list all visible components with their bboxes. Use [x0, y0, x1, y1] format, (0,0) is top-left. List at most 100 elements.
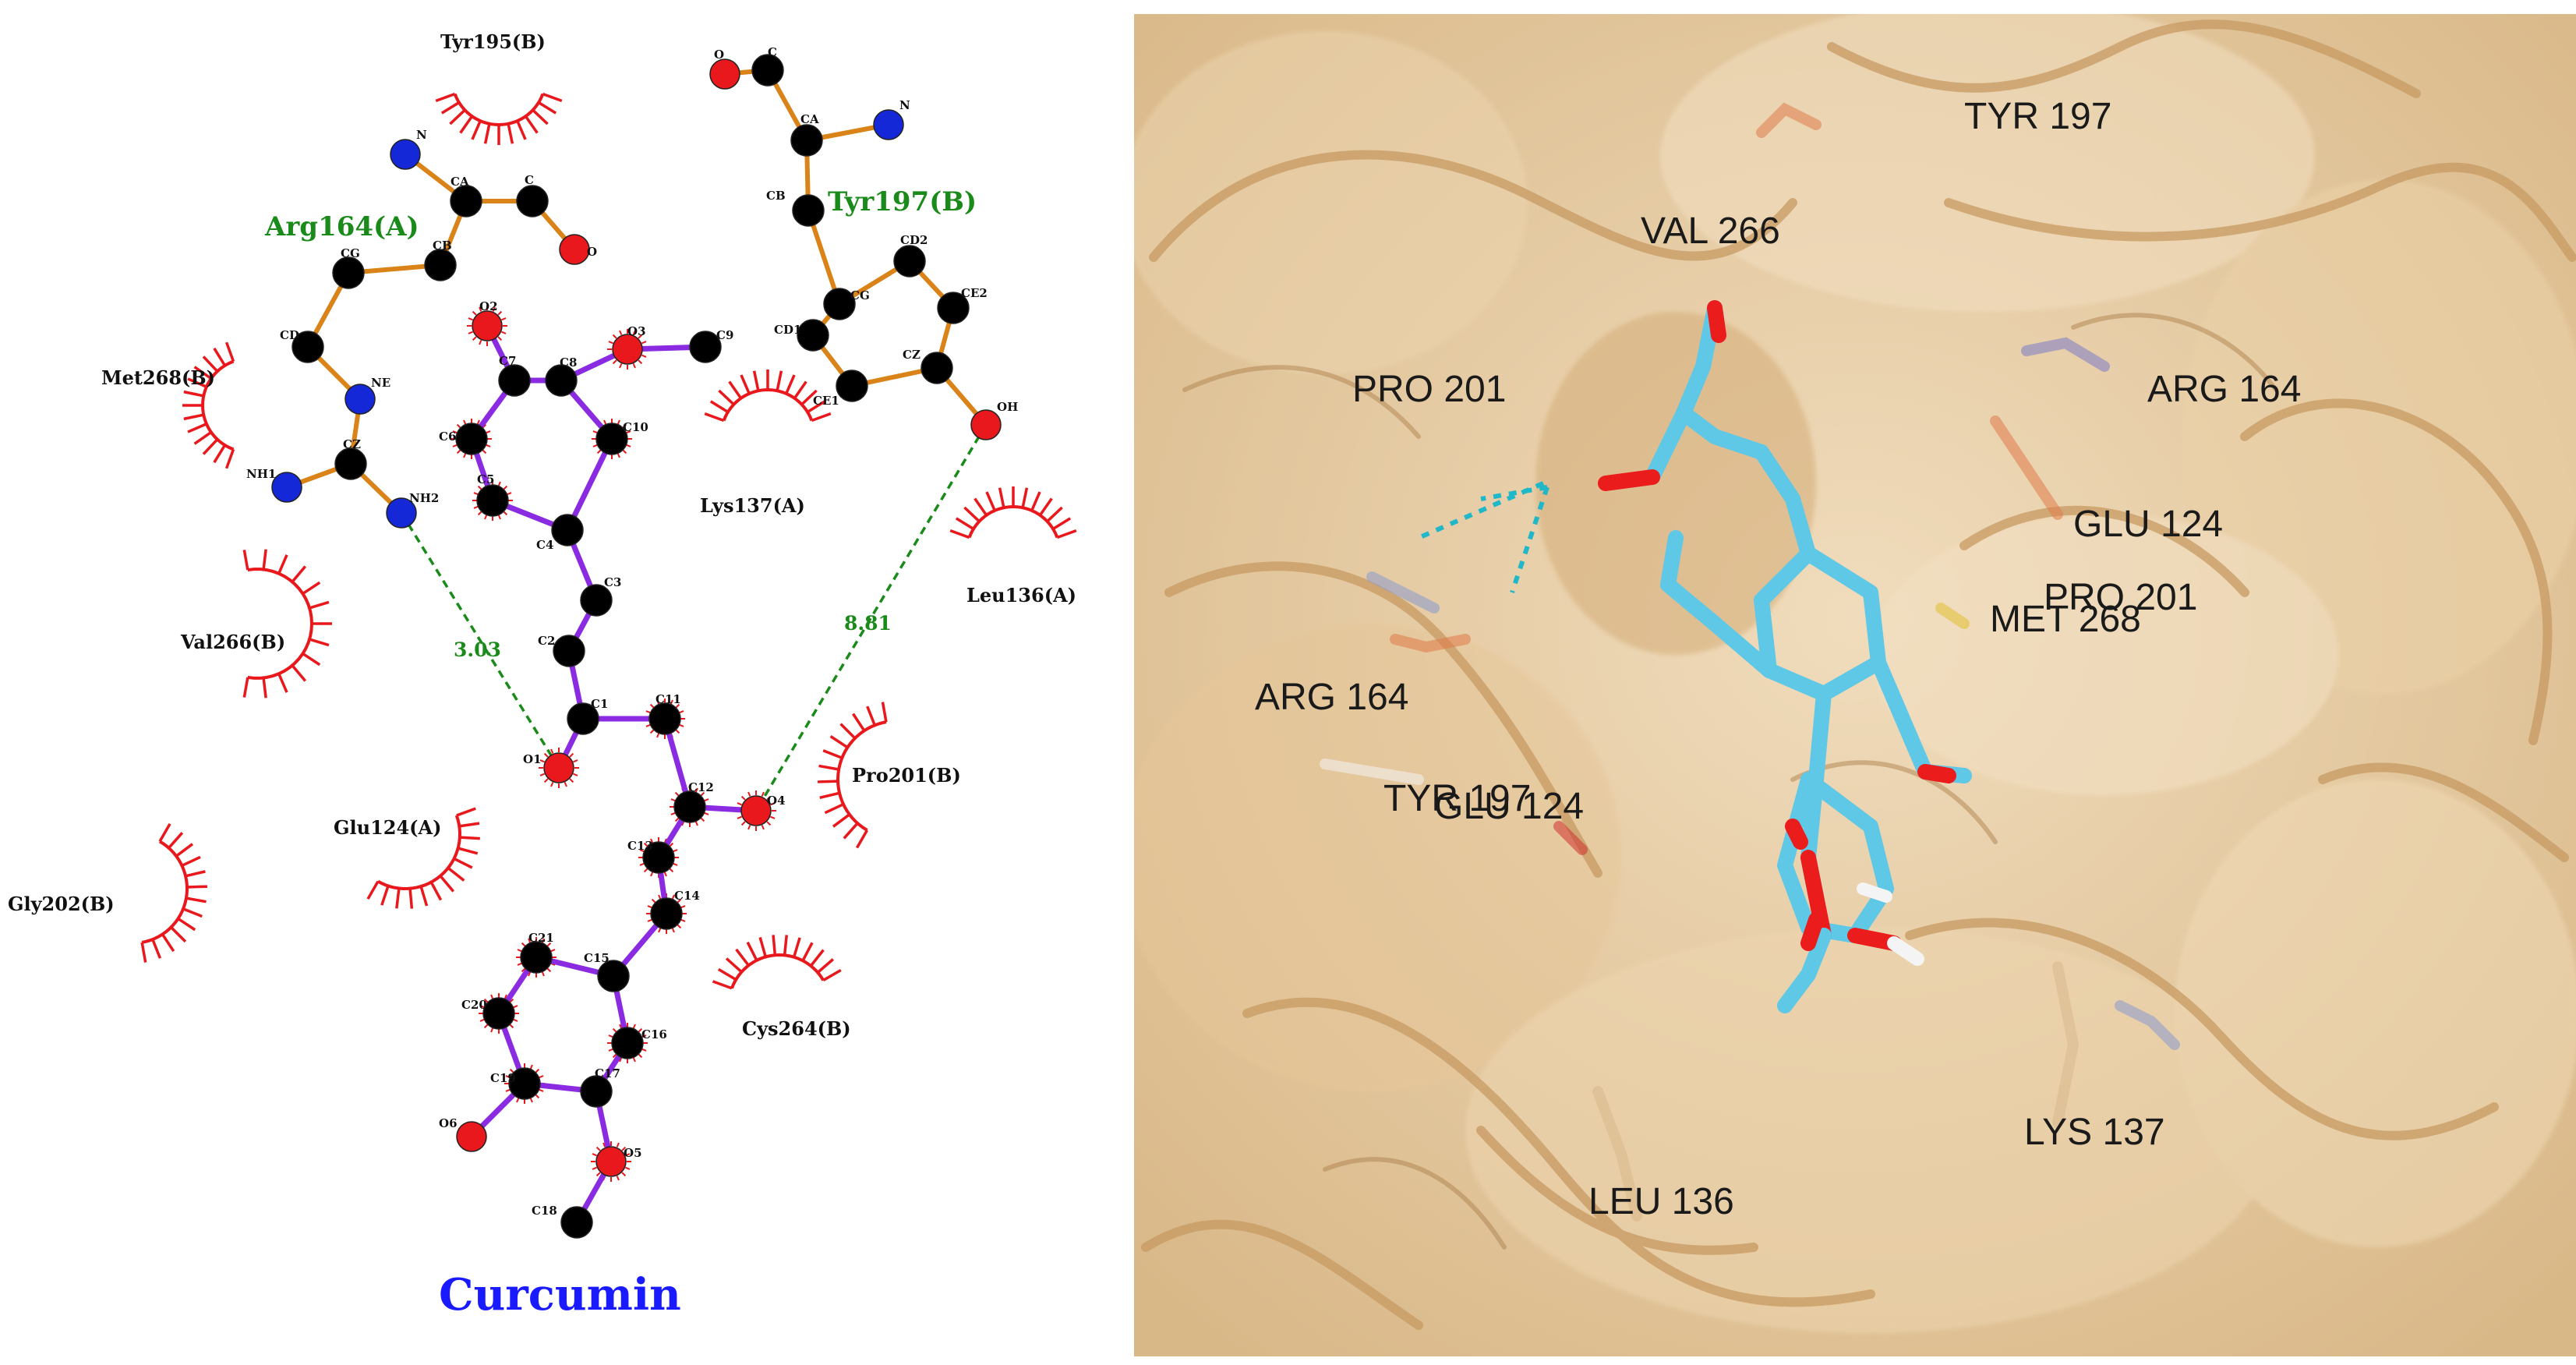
contact-fringe	[490, 1027, 494, 1033]
atom-label: CG	[341, 246, 360, 260]
hydrophobic-arc-spoke	[380, 885, 390, 906]
atom-o3	[612, 334, 643, 365]
hydrophobic-arc-spoke	[725, 957, 743, 974]
contact-fringe	[770, 815, 776, 819]
contact-fringe	[592, 444, 598, 447]
hydrophobic-arc-spoke	[524, 115, 539, 134]
contact-fringe	[639, 849, 645, 853]
contact-fringe	[602, 1142, 606, 1148]
hydrophobic-arc-spoke	[471, 120, 482, 140]
contact-fringe	[479, 306, 482, 312]
hydrophobic-arc-spoke	[776, 370, 783, 391]
atom-c5	[476, 484, 509, 517]
atom-tcd1	[797, 319, 829, 352]
atom-label: CB	[766, 189, 786, 203]
contact-fringe	[472, 310, 477, 316]
contact-fringe	[679, 723, 684, 727]
hydrophobic-arc-spoke	[435, 92, 456, 103]
hydrophobic-arc-spoke	[712, 980, 733, 990]
hydrophobic-arc-spoke	[453, 857, 473, 869]
hbond-dashes-3d	[1417, 481, 1549, 593]
atom-label: O5	[624, 1146, 642, 1160]
hydrophobic-arc-spoke	[291, 565, 307, 583]
contact-fringe	[482, 449, 487, 454]
atom-label: C19	[490, 1071, 516, 1085]
residue-sticks	[1320, 102, 2180, 1222]
contact-fringe	[737, 802, 742, 806]
hydrophobic-arc-spoke	[302, 581, 321, 595]
atom-label: O4	[767, 794, 786, 808]
atom-label: C7	[499, 354, 516, 368]
hydrophobic-arc-spoke	[277, 673, 288, 693]
contact-fringe	[535, 1068, 540, 1073]
contact-fringe	[468, 317, 473, 321]
atom-label: C	[768, 45, 777, 59]
atom-tcb	[792, 194, 825, 227]
contact-fringe	[608, 341, 613, 345]
hydrophobic-arc-spoke	[538, 101, 557, 115]
contact-fringe	[463, 419, 467, 425]
contact-fringe	[543, 752, 549, 758]
contact-fringe	[503, 485, 508, 490]
contact-fringe	[550, 949, 556, 953]
contact-fringe	[675, 729, 680, 734]
hydrophobic-arc-spoke	[459, 115, 474, 134]
hydrophobic-arc-spoke	[822, 968, 842, 982]
contact-fringe	[677, 924, 682, 929]
contact-fringe	[528, 971, 532, 977]
atom-rca	[450, 185, 482, 217]
contact-fringe	[704, 798, 709, 802]
residue-label-pro201: Pro201(B)	[852, 764, 961, 787]
hydrophobic-arc-spoke	[291, 664, 307, 682]
hydrophobic-arc-spoke	[717, 967, 737, 981]
hydrophobic-arc-spoke	[817, 780, 839, 783]
contact-fringe	[680, 905, 686, 909]
contact-fringe	[632, 1024, 636, 1029]
contact-fringe	[694, 787, 698, 793]
contact-fringe	[608, 1034, 613, 1038]
contact-fringe	[700, 817, 705, 822]
contact-fringe	[670, 812, 676, 815]
contact-fringe	[761, 791, 765, 797]
contact-fringe	[503, 511, 508, 516]
contact-fringe	[632, 1057, 636, 1063]
hydrophobic-arc-spoke	[818, 764, 839, 771]
contact-fringe	[517, 949, 522, 953]
hydrophobic-arc-spoke	[866, 705, 876, 726]
hydrophobic-arc-spoke	[507, 123, 514, 144]
hydrophobic-arc-spoke	[718, 389, 735, 406]
hydrophobic-arc-spoke	[242, 677, 249, 698]
hydrophobic-arc-spoke	[187, 377, 207, 388]
residue-label-tyr195: Tyr195(B)	[440, 30, 546, 53]
hydrophobic-arc-spoke	[302, 652, 321, 667]
hydrophobic-arc-spoke	[819, 791, 840, 799]
label-3d-glu124-a: GLU 124	[2073, 504, 2223, 545]
atom-c20	[482, 997, 515, 1030]
atom-rne	[345, 384, 376, 415]
hydrophobic-arc-spoke	[456, 807, 476, 817]
atom-tce2	[937, 292, 970, 324]
contact-fringe	[740, 795, 746, 801]
contact-fringe	[463, 453, 467, 458]
contact-fringe	[492, 306, 496, 312]
contact-fringe	[539, 1075, 544, 1079]
residue-label-lys137: Lys137(A)	[700, 494, 805, 517]
contact-fringe	[651, 898, 656, 904]
atom-label: C20	[461, 998, 487, 1012]
atom-c8	[545, 364, 578, 397]
panel-divider	[1133, 0, 1134, 1361]
atom-label: C18	[532, 1204, 557, 1218]
hydrophobic-arc-spoke	[170, 926, 187, 943]
contact-fringe	[671, 894, 675, 900]
contact-fringe	[550, 782, 554, 787]
atom-label: CB	[433, 239, 452, 253]
hydrophobic-arc-spoke	[175, 843, 194, 858]
hydrophobic-arc-spoke	[408, 888, 414, 909]
atom-label: C4	[536, 538, 553, 552]
contact-fringe	[501, 331, 507, 334]
atom-tn	[873, 109, 904, 140]
contact-fringe	[673, 849, 678, 853]
atom-label: O1	[523, 752, 542, 766]
atom-c11	[648, 702, 681, 735]
residue-label-tyr197: Tyr197(B)	[828, 186, 977, 217]
